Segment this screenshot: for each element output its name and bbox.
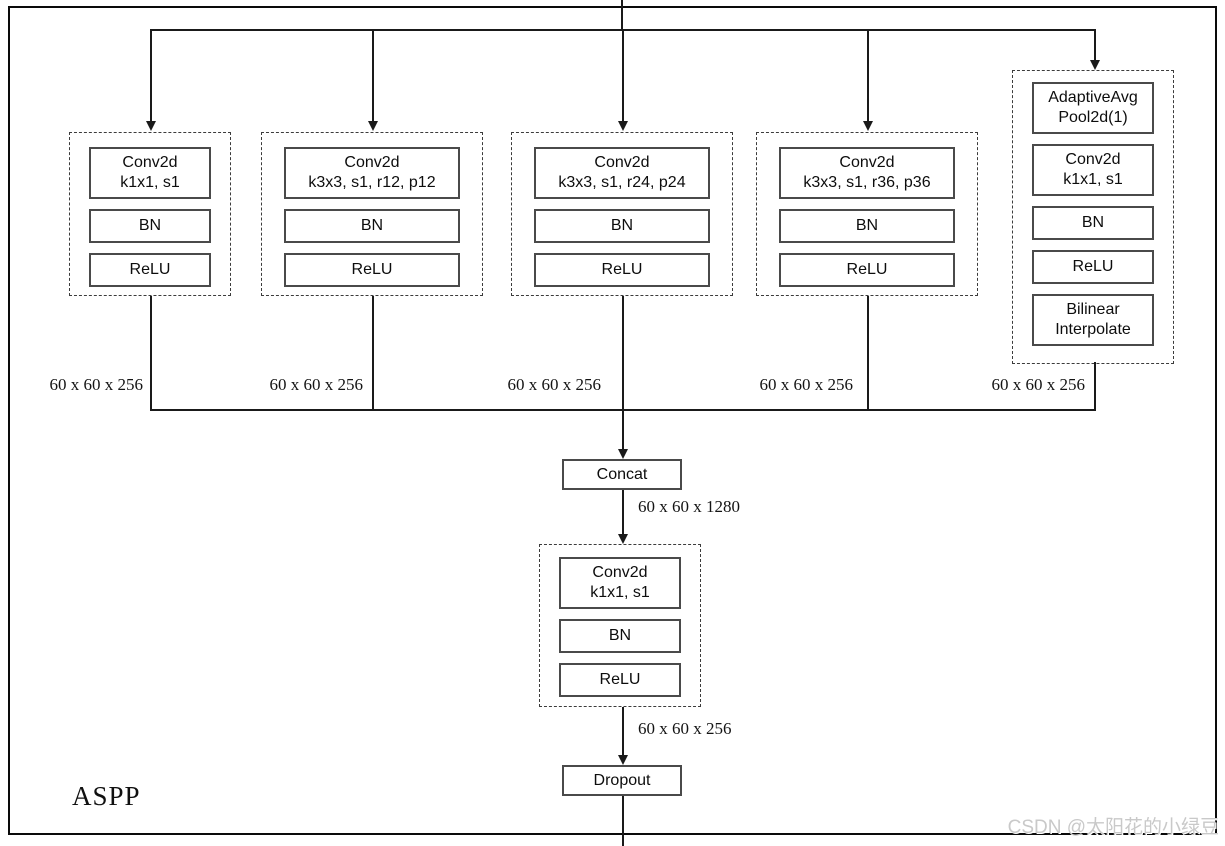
block-label: ReLU <box>129 261 171 278</box>
connector-branch5-in <box>1094 29 1096 60</box>
dimension-label: 60 x 60 x 256 <box>759 375 854 394</box>
arrow-down-icon <box>618 534 628 544</box>
bn-block: BN <box>559 619 681 653</box>
block-sublabel: k1x1, s1 <box>120 174 180 191</box>
branch-conv1x1: Conv2d k1x1, s1 BN ReLU <box>69 132 231 296</box>
relu-block: ReLU <box>1032 250 1154 284</box>
arrow-down-icon <box>863 121 873 131</box>
block-sublabel: k1x1, s1 <box>1063 171 1123 188</box>
block-label: BN <box>608 627 632 644</box>
conv2d-block: Conv2d k3x3, s1, r24, p24 <box>534 147 710 199</box>
relu-block: ReLU <box>89 253 211 287</box>
dimension-label: 60 x 60 x 1280 <box>638 497 740 516</box>
block-sublabel: k1x1, s1 <box>590 584 650 601</box>
block-label: ReLU <box>599 671 641 688</box>
watermark: CSDN @太阳花的小绿豆 <box>1007 817 1219 838</box>
block-label: BN <box>138 217 162 234</box>
block-label: BN <box>360 217 384 234</box>
dimension-label: 60 x 60 x 256 <box>991 375 1086 394</box>
block-label: Conv2d <box>1065 151 1121 168</box>
dimension-label: 60 x 60 x 256 <box>638 719 732 738</box>
bn-block: BN <box>1032 206 1154 240</box>
connector-concat-out <box>622 490 624 534</box>
connector-branch5-out <box>1094 362 1096 410</box>
block-label: ReLU <box>351 261 393 278</box>
bn-block: BN <box>284 209 460 243</box>
block-label: ReLU <box>846 261 888 278</box>
relu-block: ReLU <box>779 253 955 287</box>
arrow-down-icon <box>618 449 628 459</box>
box-label: Concat <box>596 465 648 483</box>
connector-branch1-in <box>150 29 152 121</box>
block-label: Conv2d <box>594 154 650 171</box>
bn-block: BN <box>534 209 710 243</box>
block-sublabel: k3x3, s1, r24, p24 <box>558 174 686 191</box>
connector-branch1-out <box>150 296 152 410</box>
connector-input-feed <box>621 0 623 30</box>
block-label: Conv2d <box>839 154 895 171</box>
dimension-label: 60 x 60 x 256 <box>269 375 364 394</box>
block-label: BN <box>1081 214 1105 231</box>
conv2d-block: Conv2d k3x3, s1, r36, p36 <box>779 147 955 199</box>
connector-output-feed <box>622 796 624 846</box>
diagram-title: ASPP <box>72 781 141 811</box>
block-label: Conv2d <box>122 154 178 171</box>
connector-branch2-out <box>372 296 374 410</box>
connector-branch3-out <box>622 296 624 449</box>
dimension-label: 60 x 60 x 256 <box>49 375 144 394</box>
dropout-box: Dropout <box>562 765 682 796</box>
block-label: BN <box>610 217 634 234</box>
bn-block: BN <box>89 209 211 243</box>
block-label: Conv2d <box>592 564 648 581</box>
diagram-outer-frame <box>8 6 1217 835</box>
block-label: Bilinear <box>1066 301 1120 318</box>
block-label: ReLU <box>1072 258 1114 275</box>
connector-branch4-out <box>867 296 869 410</box>
branch-conv3x3-r24: Conv2d k3x3, s1, r24, p24 BN ReLU <box>511 132 733 296</box>
branch-conv3x3-r12: Conv2d k3x3, s1, r12, p12 BN ReLU <box>261 132 483 296</box>
conv2d-block: Conv2d k3x3, s1, r12, p12 <box>284 147 460 199</box>
conv2d-block: Conv2d k1x1, s1 <box>1032 144 1154 196</box>
block-sublabel: k3x3, s1, r36, p36 <box>803 174 931 191</box>
bilinear-interpolate-block: Bilinear Interpolate <box>1032 294 1154 346</box>
block-label: ReLU <box>601 261 643 278</box>
connector-merge-line <box>150 409 1096 411</box>
block-sublabel: k3x3, s1, r12, p12 <box>308 174 436 191</box>
block-label: BN <box>855 217 879 234</box>
concat-box: Concat <box>562 459 682 490</box>
connector-branch2-in <box>372 29 374 121</box>
box-label: Dropout <box>593 771 651 789</box>
branch-image-pooling: AdaptiveAvg Pool2d(1) Conv2d k1x1, s1 BN… <box>1012 70 1174 364</box>
arrow-down-icon <box>1090 60 1100 70</box>
dimension-label: 60 x 60 x 256 <box>507 375 602 394</box>
arrow-down-icon <box>618 755 628 765</box>
block-label: Conv2d <box>344 154 400 171</box>
block-sublabel: Interpolate <box>1055 321 1131 338</box>
relu-block: ReLU <box>534 253 710 287</box>
connector-branch4-in <box>867 29 869 121</box>
connector-projection-out <box>622 707 624 755</box>
branch-conv3x3-r36: Conv2d k3x3, s1, r36, p36 BN ReLU <box>756 132 978 296</box>
arrow-down-icon <box>618 121 628 131</box>
connector-branch3-in <box>622 29 624 121</box>
relu-block: ReLU <box>559 663 681 697</box>
conv2d-block: Conv2d k1x1, s1 <box>89 147 211 199</box>
relu-block: ReLU <box>284 253 460 287</box>
arrow-down-icon <box>368 121 378 131</box>
conv2d-block: Conv2d k1x1, s1 <box>559 557 681 609</box>
bn-block: BN <box>779 209 955 243</box>
block-label: AdaptiveAvg <box>1048 89 1138 106</box>
block-sublabel: Pool2d(1) <box>1058 109 1128 126</box>
adaptive-avg-pool-block: AdaptiveAvg Pool2d(1) <box>1032 82 1154 134</box>
arrow-down-icon <box>146 121 156 131</box>
projection-block: Conv2d k1x1, s1 BN ReLU <box>539 544 701 707</box>
